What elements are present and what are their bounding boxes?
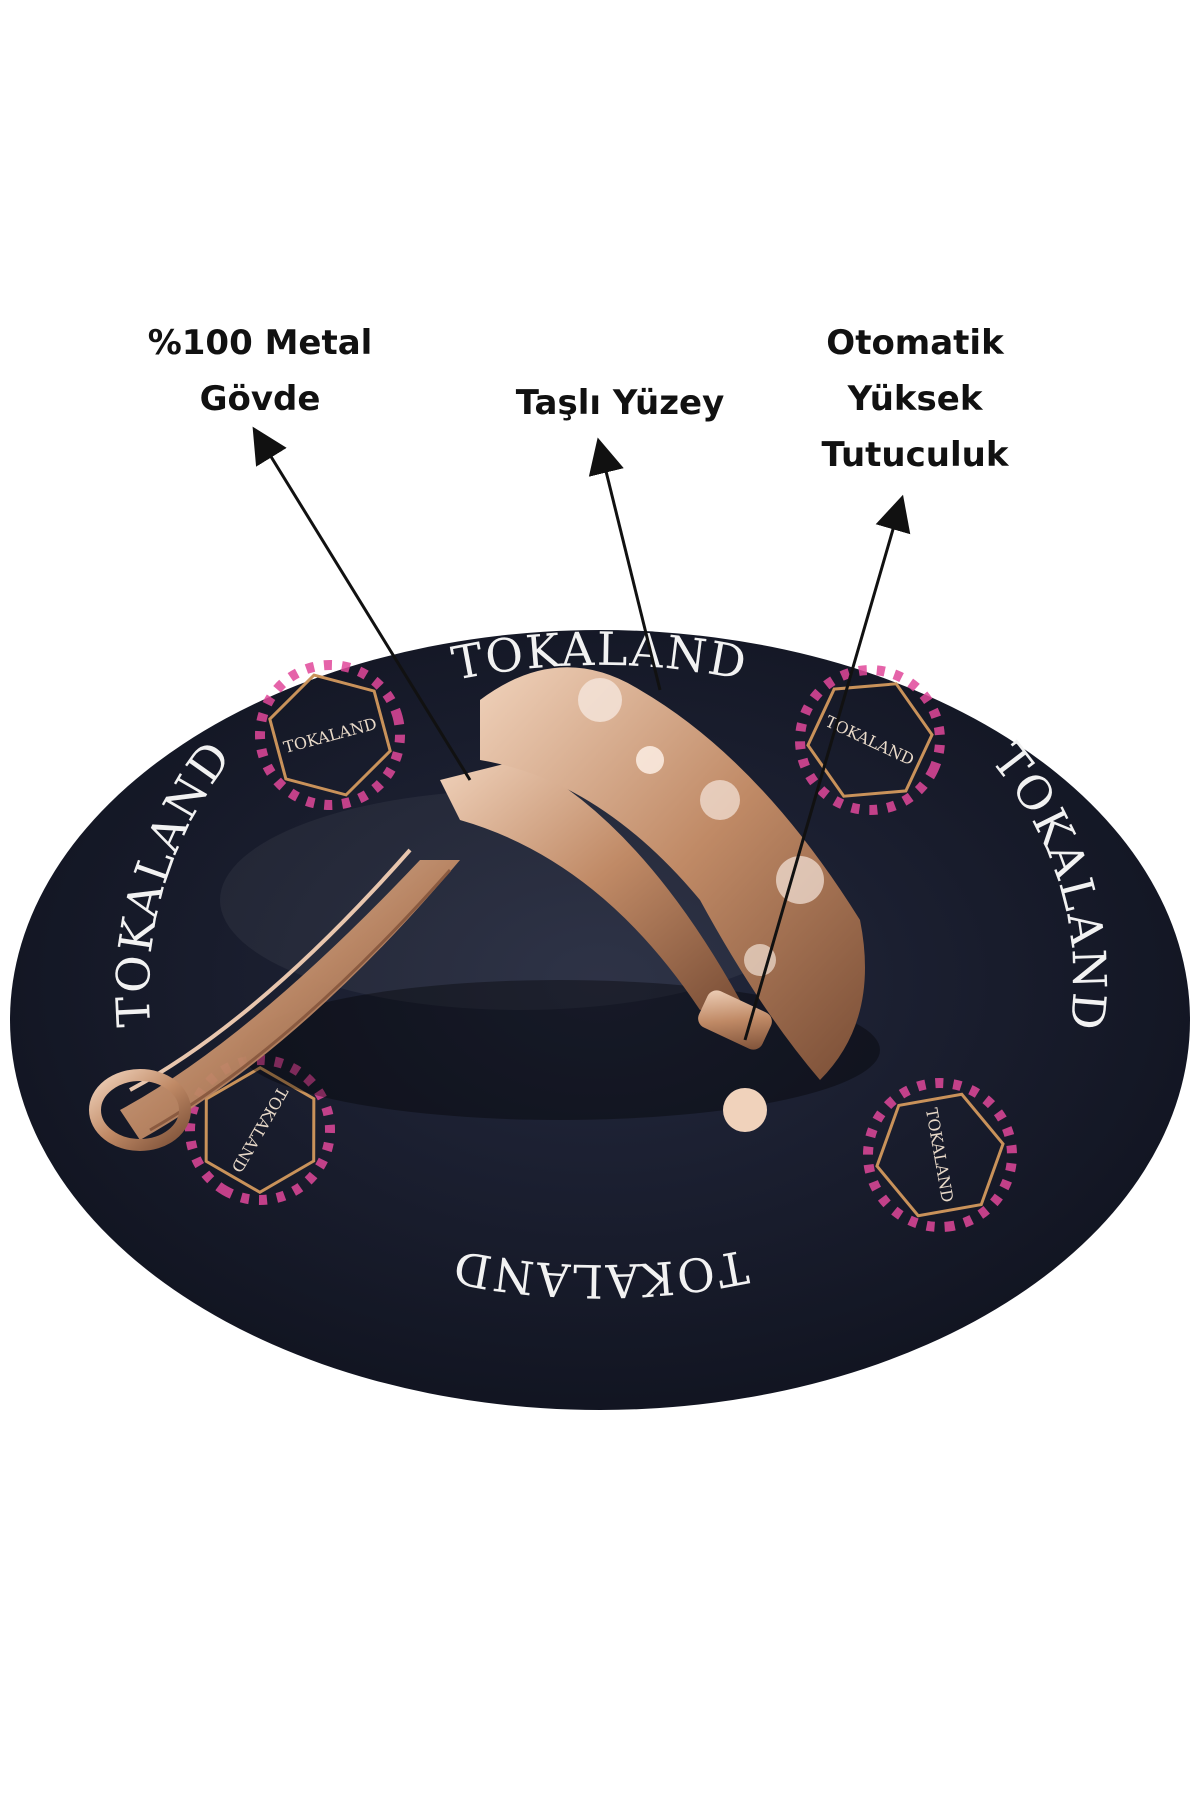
- callout-arrow-stone: [588, 437, 662, 691]
- callout-stone-line: Taşlı Yüzey: [515, 383, 725, 423]
- callout-auto-grip: Otomatik Yüksek Tutuculuk: [800, 315, 1030, 483]
- callout-auto-line3: Tutuculuk: [821, 435, 1009, 475]
- callout-metal-line2: Gövde: [199, 379, 321, 419]
- callout-arrow-grip: [743, 494, 911, 1041]
- callout-arrow-metal: [252, 426, 472, 781]
- callout-stone-surface: Taşlı Yüzey: [470, 375, 770, 431]
- callout-auto-line2: Yüksek: [847, 379, 983, 419]
- callout-metal-line1: %100 Metal: [147, 323, 373, 363]
- callout-auto-line1: Otomatik: [826, 323, 1004, 363]
- callout-metal-body: %100 Metal Gövde: [130, 315, 390, 427]
- hair-clip: [89, 667, 880, 1151]
